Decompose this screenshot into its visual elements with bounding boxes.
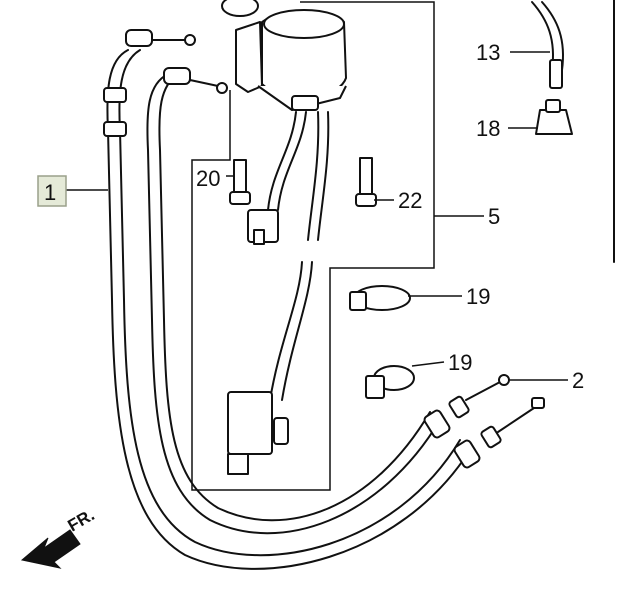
switch-wire-harness: [247, 111, 330, 245]
callout-1-box[interactable]: [37, 175, 67, 207]
front-direction-arrow-icon: [20, 529, 81, 569]
lower-wire-harness: [227, 261, 313, 475]
switch-housing: [221, 0, 347, 111]
screw-20: [229, 159, 251, 205]
screw-22: [355, 157, 377, 207]
choke-cable: [146, 73, 441, 535]
cable-clamp-19b: [365, 365, 415, 399]
cable-cap-18: [535, 99, 573, 135]
callout-22[interactable]: 22: [398, 188, 422, 213]
cable-end-fitting-bottom-2: [453, 397, 545, 469]
callout-2[interactable]: 2: [572, 368, 584, 393]
cable-13: [531, 1, 564, 89]
callout-19a[interactable]: 19: [466, 284, 490, 309]
assembly-outline-5: [191, 1, 435, 491]
cable-end-fitting-top-1: [125, 29, 196, 47]
callout-19b[interactable]: 19: [448, 350, 472, 375]
callout-18[interactable]: 18: [476, 116, 500, 141]
cable-end-fitting-bottom-1: [423, 374, 510, 439]
leader-19b: [411, 361, 445, 367]
callout-1[interactable]: 1: [44, 180, 56, 205]
callout-13[interactable]: 13: [476, 40, 500, 65]
throttle-cable-outer: [103, 49, 471, 570]
callout-20[interactable]: 20: [196, 166, 220, 191]
cable-clamp-19a: [349, 285, 411, 311]
callout-5[interactable]: 5: [488, 204, 500, 229]
cable-end-fitting-top-2: [163, 67, 228, 94]
